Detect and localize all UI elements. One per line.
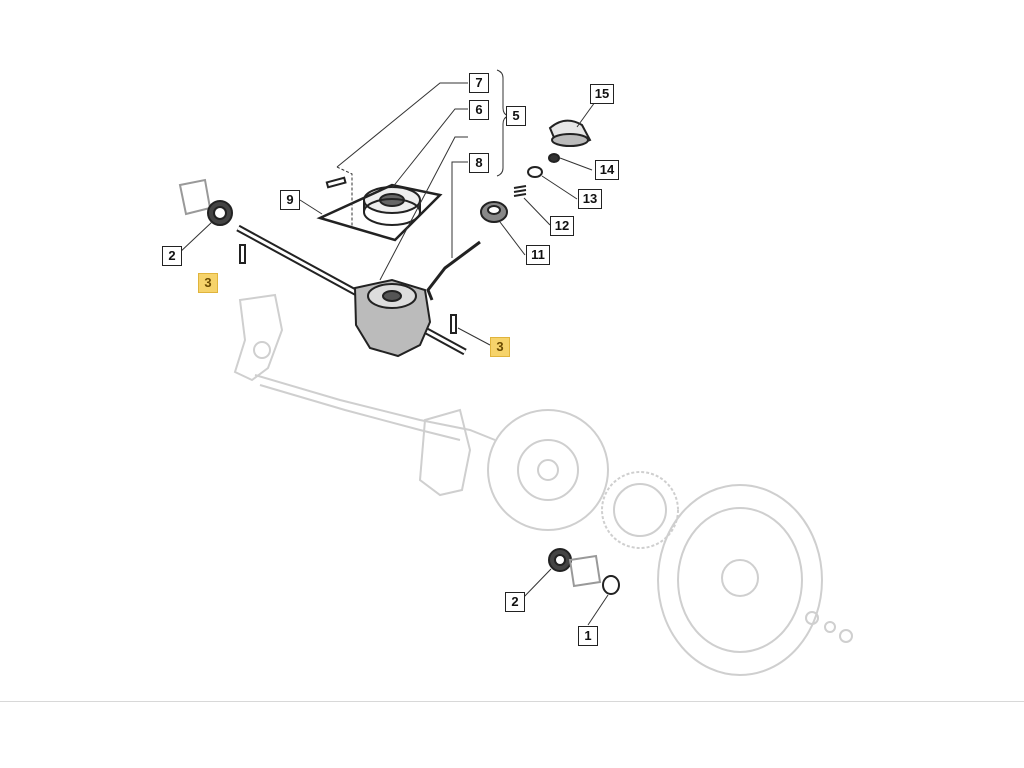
leader-5-line [379,136,468,281]
ghost-tire-outer [657,484,823,676]
ghost-rod [254,374,496,441]
bottom-divider [0,701,1024,702]
label-2a: 2 [162,246,182,266]
roller-bearing-lower [568,554,602,588]
ghost-hub-center [537,459,559,481]
spring [513,185,527,197]
pulley-bottom [363,198,421,226]
leader-14 [559,157,593,171]
leader-7 [336,82,468,168]
ghost-left-pivot [253,341,271,359]
pin-left [239,244,246,264]
bearing-lower-bore [554,554,566,566]
label-9: 9 [280,190,300,210]
roller-bearing-left [178,178,212,216]
label-2b: 2 [505,592,525,612]
leader-1 [587,594,609,626]
label-14: 14 [595,160,619,180]
leader-12 [523,197,551,226]
label-15: 15 [590,84,614,104]
leader-3b [457,327,491,346]
leader-13 [541,175,578,200]
ghost-hub-outer [487,409,609,531]
ghost-washer-a [805,611,819,625]
washer [527,166,543,178]
leader-15 [576,101,596,128]
leader-2b [520,568,552,601]
ghost-nut [839,629,853,643]
ghost-gear-ring [601,471,679,549]
small-nut [548,153,560,163]
belt [316,183,443,242]
leader-2a [177,221,213,255]
pin-right [450,314,457,334]
ghost-hub-inner [517,439,579,501]
ghost-tire-hub [721,559,759,597]
label-11: 11 [526,245,550,265]
label-6: 6 [469,100,489,120]
knob-base [551,133,589,147]
label-1: 1 [578,626,598,646]
leader-7-dash [336,166,353,228]
label-5: 5 [506,106,526,126]
control-rod [426,240,481,301]
label-3b: 3 [490,337,510,357]
ghost-gear-inner [613,483,667,537]
axle-shaft-highlight [237,226,466,354]
ghost-washer-b [824,621,836,633]
bushing-bore [487,205,501,215]
ghost-left-bracket [233,293,284,382]
ghost-rod-lower [259,384,461,441]
leader-11 [499,221,526,256]
ghost-right-bracket [418,408,472,497]
label-7: 7 [469,73,489,93]
key-pin [325,176,347,189]
label-12: 12 [550,216,574,236]
label-3a: 3 [198,273,218,293]
label-13: 13 [578,189,602,209]
dark-parts [178,119,620,595]
snap-ring [602,575,620,595]
ghost-parts [233,293,853,676]
gearbox-boss [382,290,402,302]
bearing-left-bore [213,206,227,220]
ghost-tire-inner [677,507,803,653]
leader-8 [451,161,468,258]
leader-6 [391,108,468,189]
label-8: 8 [469,153,489,173]
leader-9 [299,199,323,215]
